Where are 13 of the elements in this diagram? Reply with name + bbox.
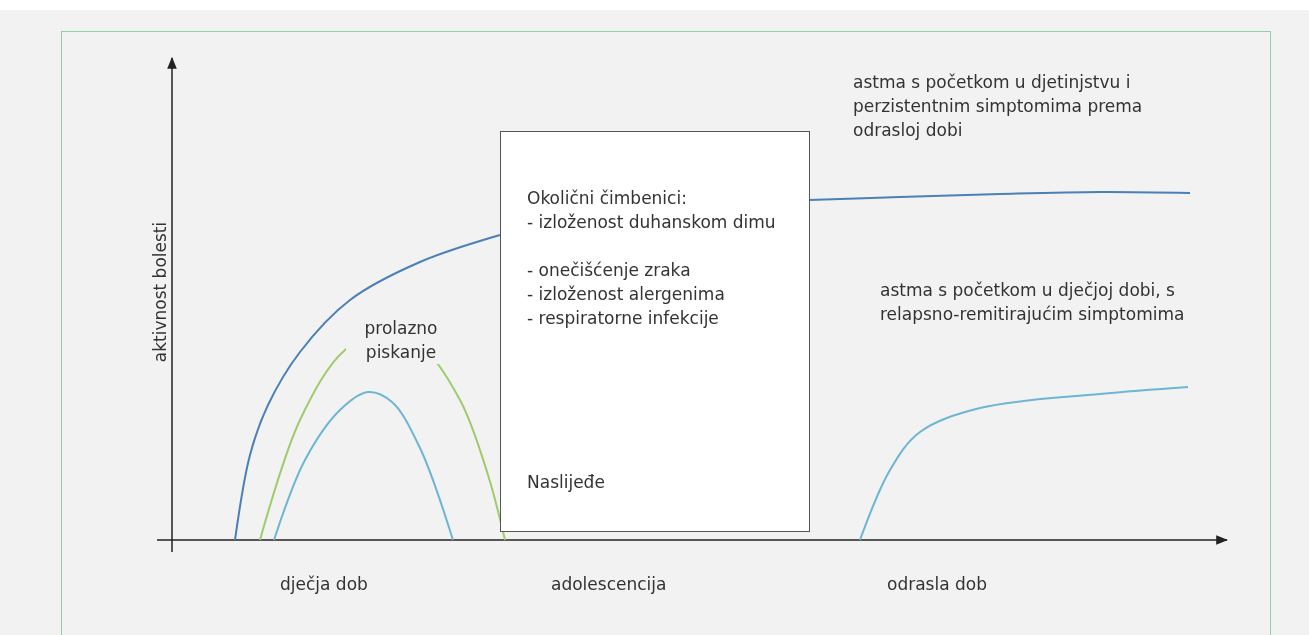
axis-label: aktivnost bolesti [149, 220, 171, 365]
axis-label: adolescencija [551, 573, 668, 596]
axis-label: dječja dob [280, 573, 369, 596]
axis-label: odrasla dob [887, 573, 988, 596]
box-text: - izloženost duhanskom dimu [527, 211, 777, 234]
factor-box [500, 131, 810, 532]
box-text: - respiratorne infekcije [527, 307, 720, 330]
box-text: Naslijeđe [527, 471, 606, 494]
box-heading: Okolični čimbenici: [527, 187, 688, 210]
box-text: - onečišćenje zraka [527, 259, 692, 282]
curve-label: astma s početkom u dječjoj dobi, s relapsno-remitirajućim simptomima [880, 279, 1186, 326]
curve-label: astma s početkom u djetinjstvu i perzistentnim simptomima prema odrasloj dobi [853, 71, 1144, 142]
box-text: - izloženost alergenima [527, 283, 726, 306]
